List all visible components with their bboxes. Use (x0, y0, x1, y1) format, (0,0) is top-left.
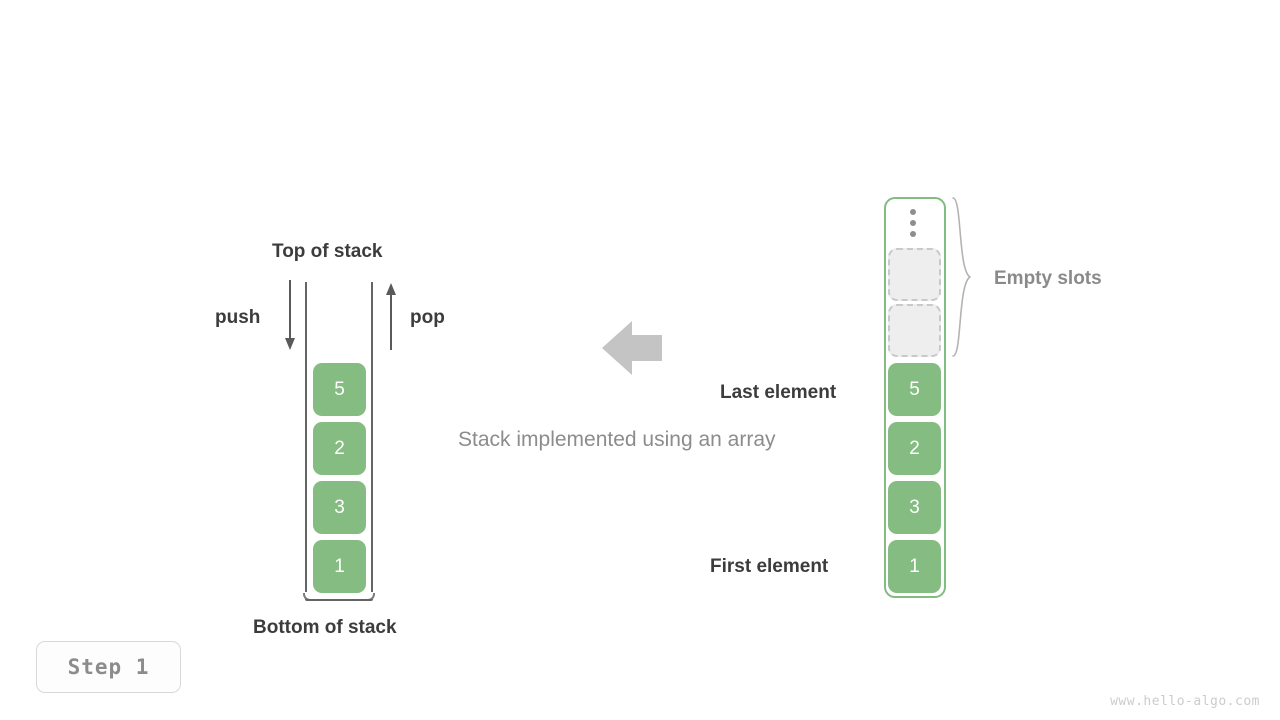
stack-cell[interactable]: 3 (313, 481, 366, 534)
arrow-up-icon (386, 283, 396, 350)
bottom-of-stack-label: Bottom of stack (253, 617, 397, 638)
stack-cell[interactable]: 5 (313, 363, 366, 416)
step-badge: Step 1 (36, 641, 181, 693)
stack-wall-right (371, 282, 373, 592)
first-element-label: First element (710, 556, 829, 577)
pop-label: pop (410, 307, 445, 328)
empty-slots-label: Empty slots (994, 268, 1102, 289)
array-cell[interactable]: 1 (888, 540, 941, 593)
stack-cell[interactable]: 1 (313, 540, 366, 593)
array-cell[interactable]: 5 (888, 363, 941, 416)
array-empty-slot[interactable] (888, 304, 941, 357)
last-element-label: Last element (720, 382, 837, 403)
vertical-ellipsis-icon (910, 209, 918, 237)
step-badge-label: Step 1 (67, 654, 150, 679)
diagram-caption: Stack implemented using an array (458, 428, 776, 451)
arrow-down-icon (285, 280, 295, 350)
curly-brace-icon (952, 197, 971, 357)
arrow-left-icon (602, 321, 662, 375)
stack-cell[interactable]: 2 (313, 422, 366, 475)
top-of-stack-label: Top of stack (272, 241, 383, 262)
array-cell[interactable]: 2 (888, 422, 941, 475)
array-cell[interactable]: 3 (888, 481, 941, 534)
stack-container (303, 282, 375, 601)
stack-wall-left (305, 282, 307, 592)
push-label: push (215, 307, 261, 328)
array-empty-slot[interactable] (888, 248, 941, 301)
watermark: www.hello-algo.com (1110, 694, 1260, 709)
stack-floor (303, 593, 375, 601)
